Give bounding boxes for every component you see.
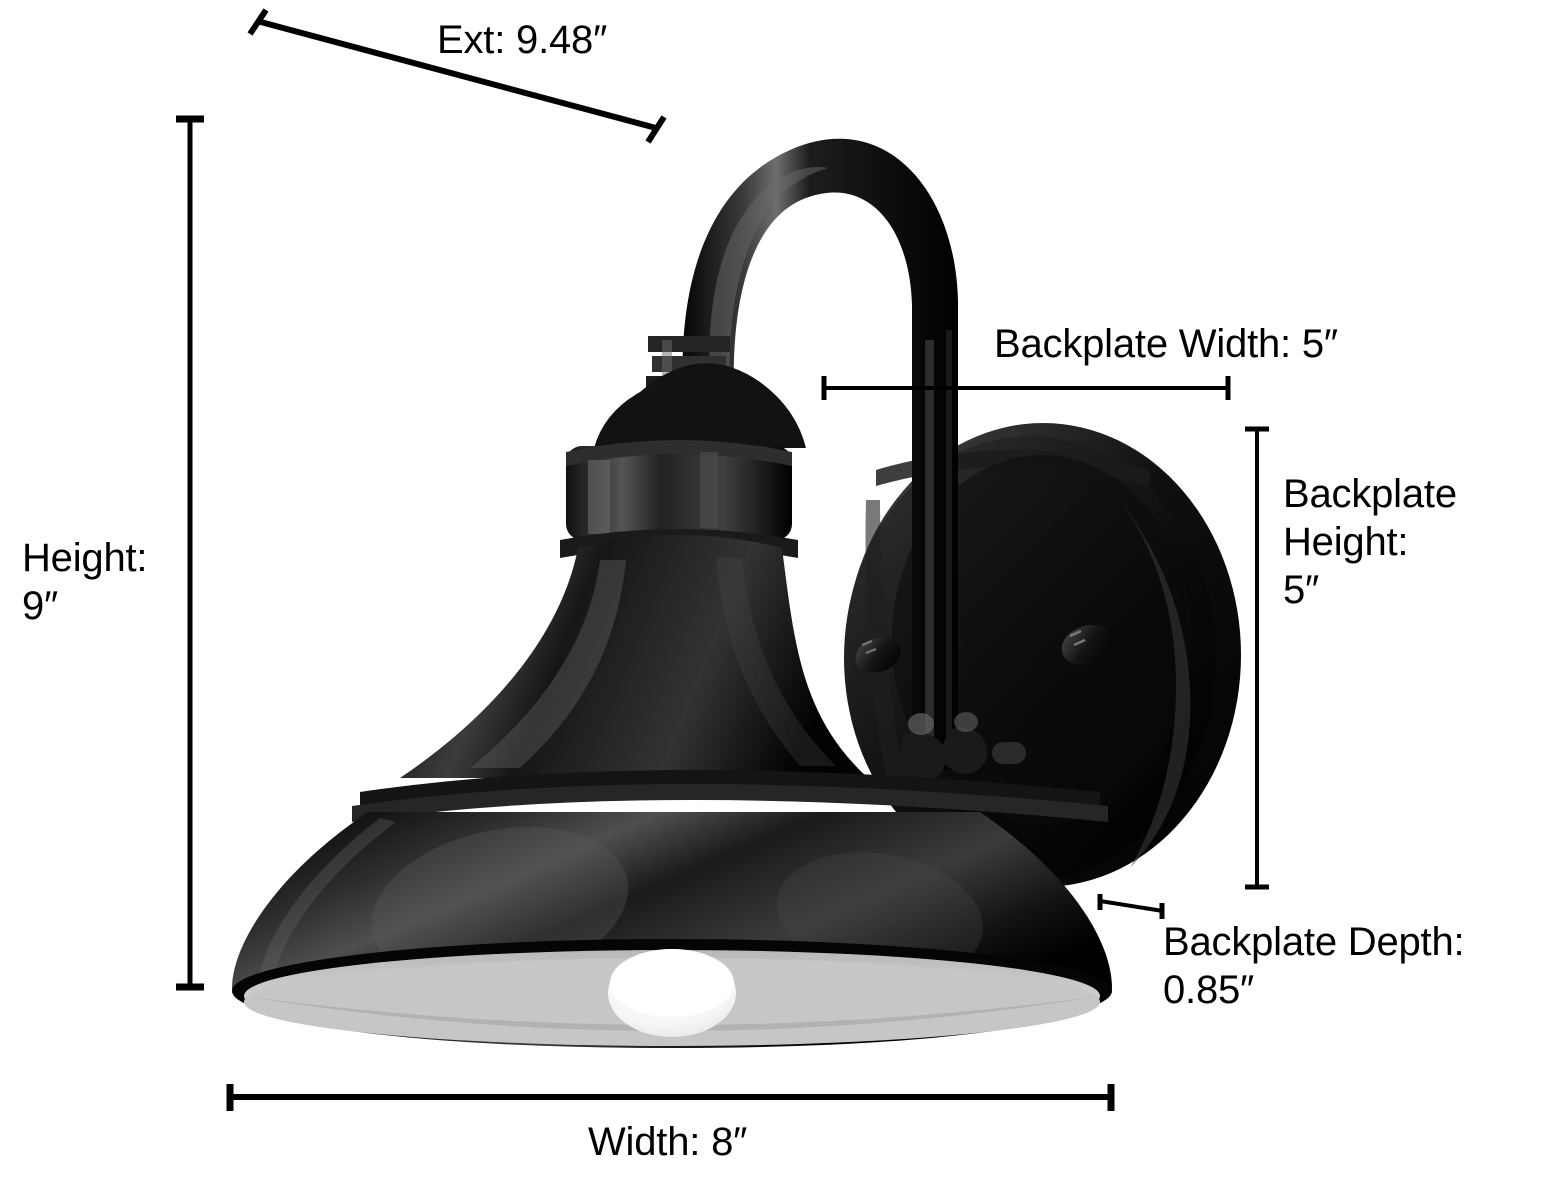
dimension-label-ext: Ext: 9.48″ — [437, 18, 608, 62]
dimension-label-backplate-width: Backplate Width: 5″ — [994, 322, 1338, 366]
shade-cone — [400, 535, 868, 778]
dimension-label-backplate-height: Backplate Height: 5″ — [1283, 472, 1457, 612]
dimension-line-backplate-depth — [1097, 894, 1165, 919]
dimension-label-backplate-depth: Backplate Depth: 0.85″ — [1163, 920, 1465, 1012]
dimension-line-ext — [247, 8, 667, 144]
shade-midband — [352, 770, 1108, 822]
dimension-line-backplate-width — [821, 376, 1231, 400]
dimension-label-height: Height: 9″ — [22, 536, 148, 628]
dimension-line-height — [176, 115, 204, 991]
backplate-screws — [855, 625, 1113, 673]
dimension-line-width — [226, 1084, 1115, 1111]
dimension-line-backplate-height — [1245, 426, 1269, 890]
dimension-label-width: Width: 8″ — [588, 1120, 748, 1164]
socket-housing — [560, 363, 806, 558]
gooseneck-arm — [682, 138, 1026, 782]
shade-interior — [232, 939, 1112, 1046]
